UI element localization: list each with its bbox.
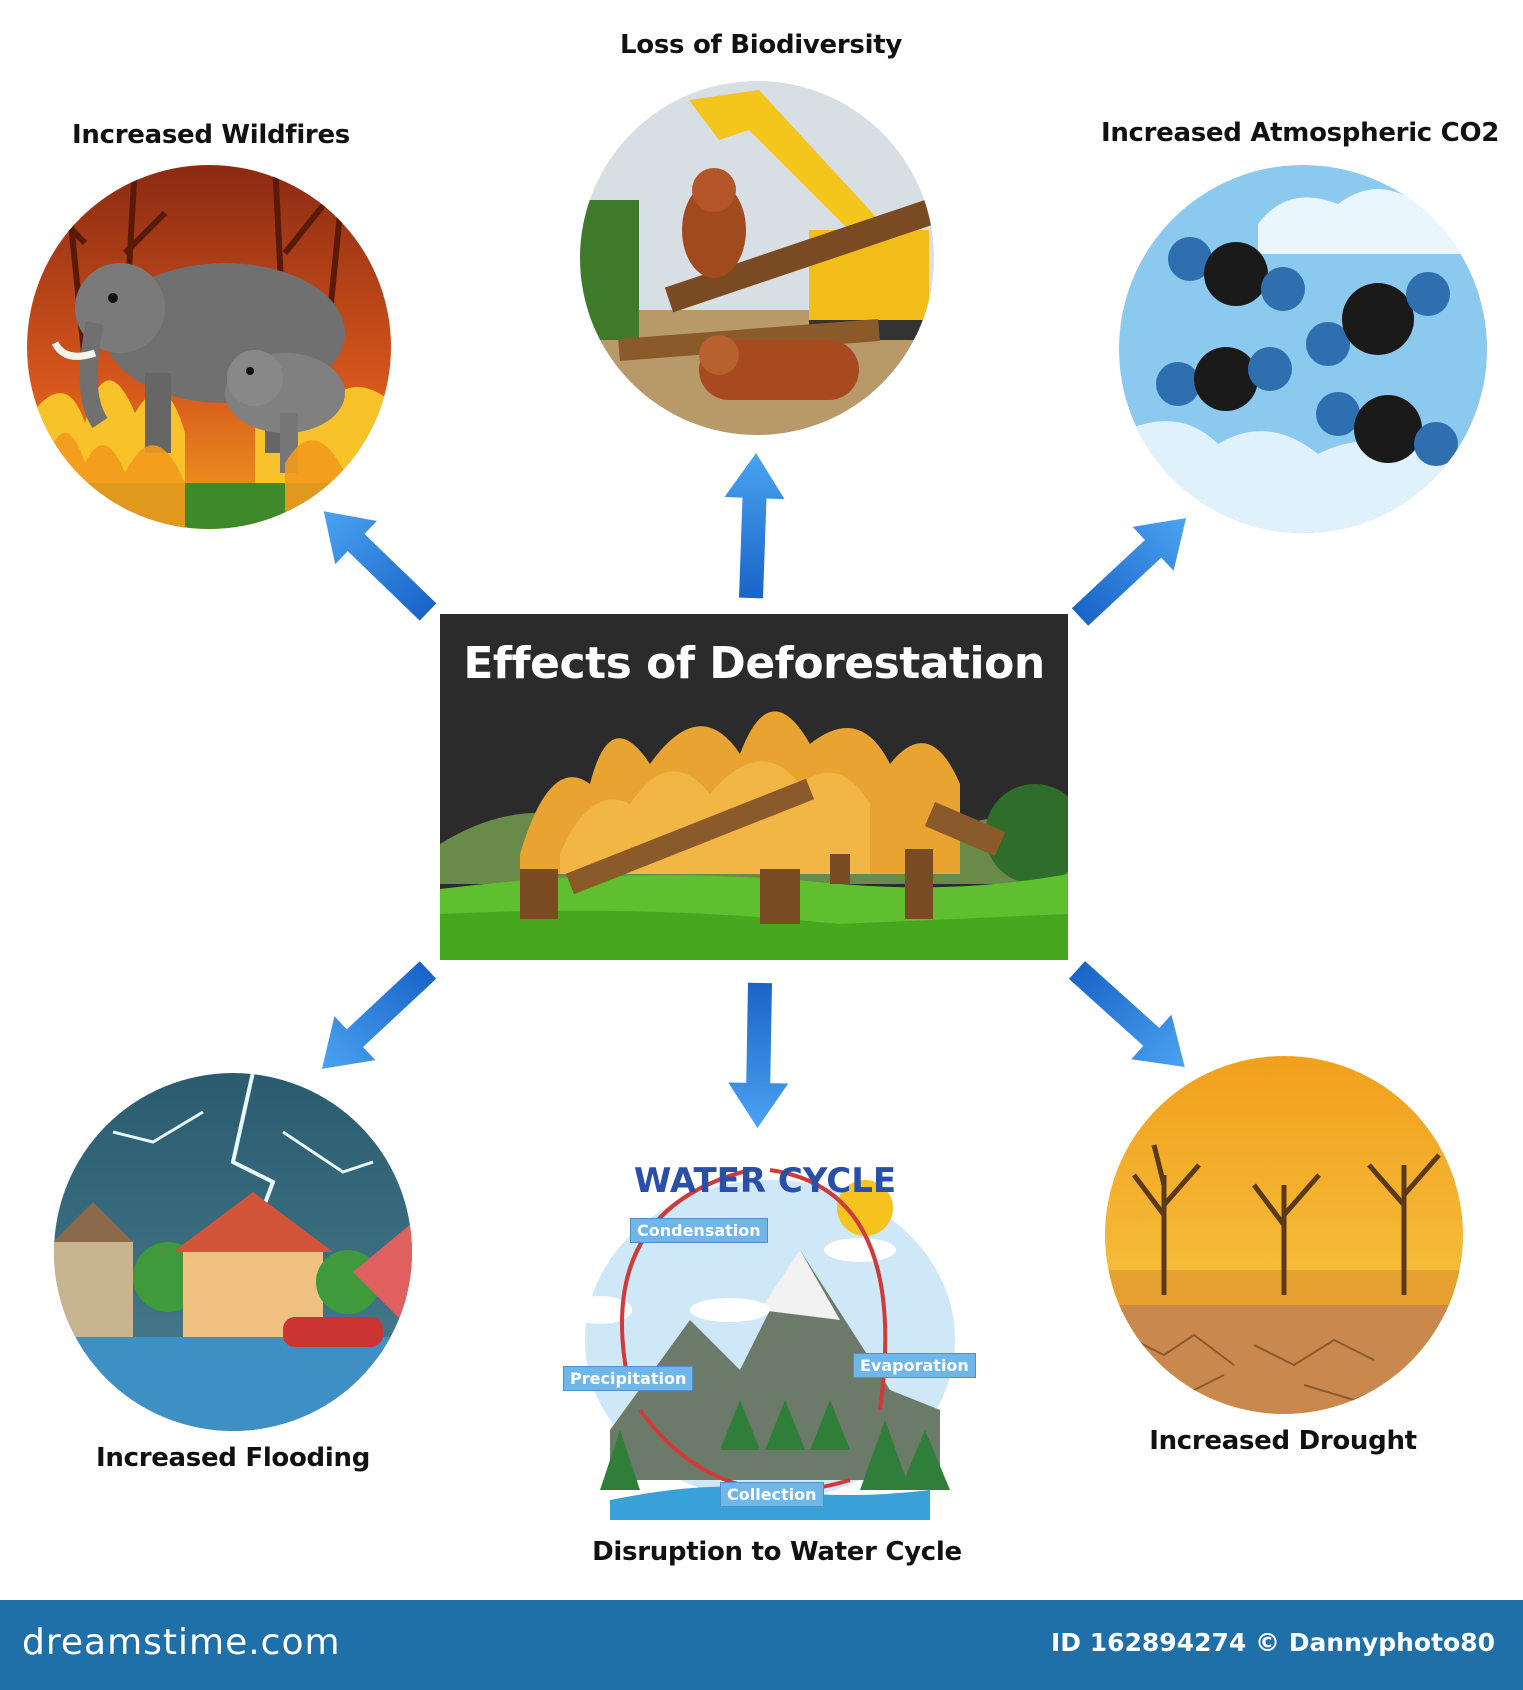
arrow-to-flooding (321, 961, 437, 1069)
deforestation-scene (440, 614, 1068, 960)
drought-illustration (1105, 1056, 1463, 1414)
arrow-to-co2 (1071, 518, 1187, 626)
arrows-layer (321, 453, 1187, 1128)
wc-precipitation-label: Precipitation (563, 1366, 694, 1391)
label-flooding: Increased Flooding (95, 1443, 371, 1473)
arrow-to-drought (1068, 961, 1185, 1068)
label-co2: Increased Atmospheric CO2 (1100, 118, 1500, 148)
center-panel: Effects of Deforestation (440, 614, 1068, 960)
label-drought: Increased Drought (1149, 1426, 1417, 1456)
label-wildfires: Increased Wildfires (72, 120, 350, 150)
wildfires-illustration (27, 165, 391, 529)
label-biodiversity: Loss of Biodiversity (620, 30, 902, 60)
water-cycle-illustration: WATER CYCLE (570, 1161, 955, 1520)
center-title: Effects of Deforestation (463, 638, 1045, 689)
arrow-to-water-cycle (728, 982, 789, 1128)
biodiversity-illustration (580, 81, 934, 435)
wc-condensation-label: Condensation (630, 1218, 768, 1243)
arrow-to-biodiversity (724, 453, 785, 599)
footer-credit: ID 162894274 © Dannyphoto80 (1050, 1628, 1495, 1657)
wc-evaporation-label: Evaporation (853, 1353, 976, 1378)
co2-illustration (1119, 165, 1487, 533)
label-water-cycle: Disruption to Water Cycle (592, 1537, 962, 1567)
footer-bar: dreamstime.com ID 162894274 © Dannyphoto… (0, 1600, 1523, 1690)
wc-collection-label: Collection (720, 1482, 824, 1507)
footer-brand[interactable]: dreamstime.com (22, 1622, 341, 1663)
flooding-illustration (54, 1073, 412, 1431)
water-cycle-title: WATER CYCLE (634, 1161, 896, 1201)
arrow-to-wildfires (323, 511, 437, 621)
